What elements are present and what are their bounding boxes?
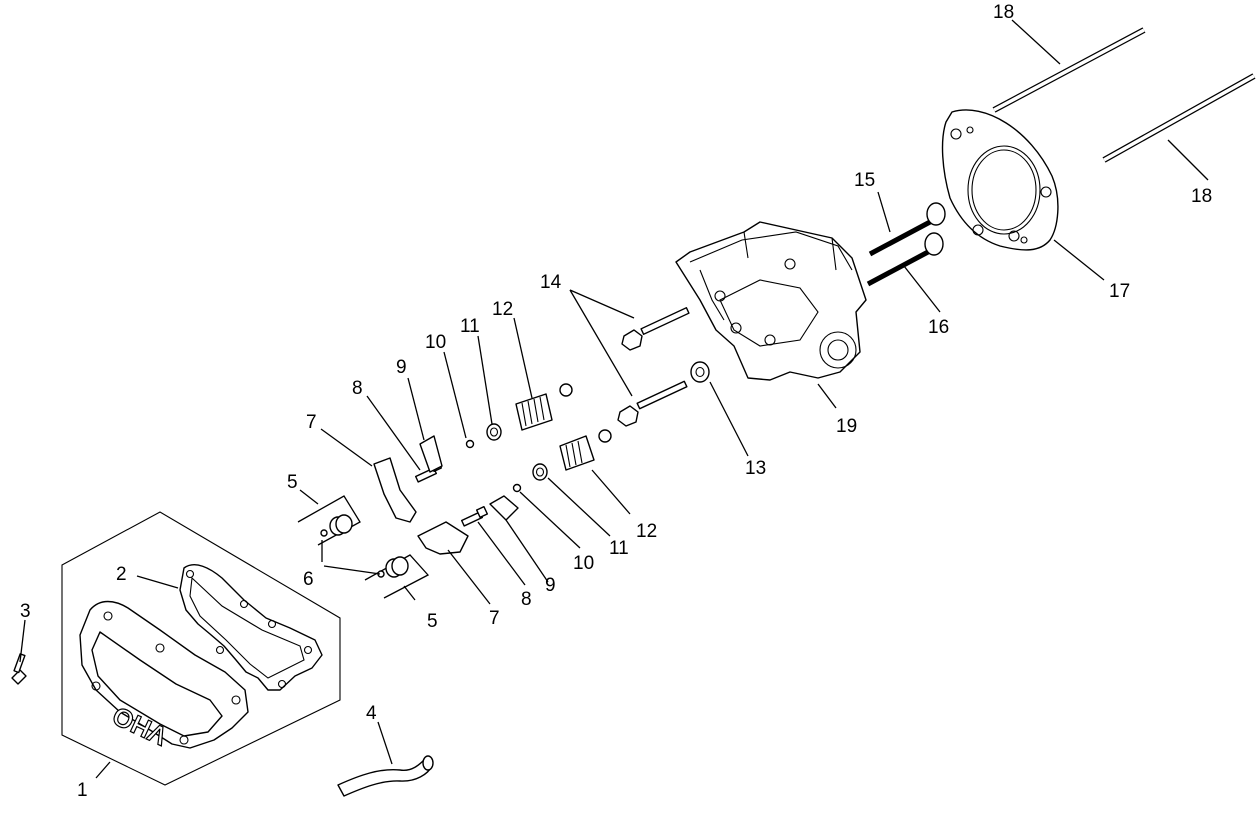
push-rod-lower	[1102, 73, 1256, 163]
callout-12-upper: 12	[492, 299, 513, 320]
callout-3: 3	[20, 601, 31, 622]
spring-retainer-upper	[486, 423, 502, 441]
valve-cover: OHV	[79, 600, 249, 752]
valve-seal-lower	[598, 429, 612, 443]
callout-18-lower: 18	[1191, 186, 1212, 207]
callout-9-upper: 9	[396, 357, 407, 378]
head-gasket	[941, 109, 1059, 251]
pivot-group-lower	[364, 554, 430, 599]
pivot-group-upper	[297, 495, 361, 546]
valve-seal-upper	[559, 383, 573, 397]
callout-4: 4	[366, 703, 377, 724]
callout-10-lower: 10	[573, 553, 594, 574]
callout-labels: 1 2 3 4 5 6 5 7 7 8 8 9 9 10 10 11 11 12…	[20, 2, 1212, 801]
head-bolt-lower	[617, 380, 688, 427]
guide-plate-lower	[489, 495, 519, 521]
rocker-stud-lower	[460, 505, 489, 527]
callout-8-upper: 8	[352, 378, 363, 399]
rocker-arm-upper	[373, 457, 417, 523]
callout-16: 16	[928, 317, 949, 338]
callout-11-upper: 11	[460, 316, 480, 337]
callout-9-lower: 9	[545, 575, 556, 596]
callout-5-lower: 5	[427, 611, 438, 632]
spring-retainer-lower	[532, 463, 548, 481]
valve-spring-upper	[515, 393, 553, 431]
leader-lines	[19, 19, 1209, 779]
rocker-arm-lower	[417, 521, 469, 555]
exhaust-valve	[866, 232, 944, 287]
callout-14: 14	[540, 272, 562, 293]
valve-keeper-upper	[465, 439, 475, 449]
valve-keeper-lower	[512, 483, 522, 493]
callout-1: 1	[77, 780, 88, 801]
valve-cover-gasket	[179, 564, 323, 691]
guide-plate-upper	[419, 435, 443, 473]
callout-7-lower: 7	[489, 608, 500, 629]
callout-12-lower: 12	[636, 521, 657, 542]
callout-18-upper: 18	[993, 2, 1014, 23]
callout-6: 6	[303, 569, 314, 590]
callout-7-upper: 7	[306, 412, 317, 433]
callout-13: 13	[745, 458, 766, 479]
valve-cover-kit-box	[61, 511, 341, 786]
callout-19: 19	[836, 416, 857, 437]
washer	[690, 361, 710, 383]
intake-valve	[868, 202, 946, 257]
breather-hose	[337, 755, 434, 797]
cover-screw	[11, 653, 27, 685]
callout-2: 2	[116, 564, 127, 585]
callout-8-lower: 8	[521, 589, 532, 610]
callout-10-upper: 10	[425, 332, 446, 353]
push-rod-upper	[992, 27, 1146, 113]
callout-17: 17	[1109, 281, 1130, 302]
callout-11-lower: 11	[609, 538, 629, 559]
callout-15: 15	[854, 170, 875, 191]
valve-spring-lower	[559, 435, 595, 471]
callout-5-upper: 5	[287, 472, 298, 493]
cylinder-head	[675, 221, 867, 381]
head-bolt-upper	[621, 307, 690, 351]
